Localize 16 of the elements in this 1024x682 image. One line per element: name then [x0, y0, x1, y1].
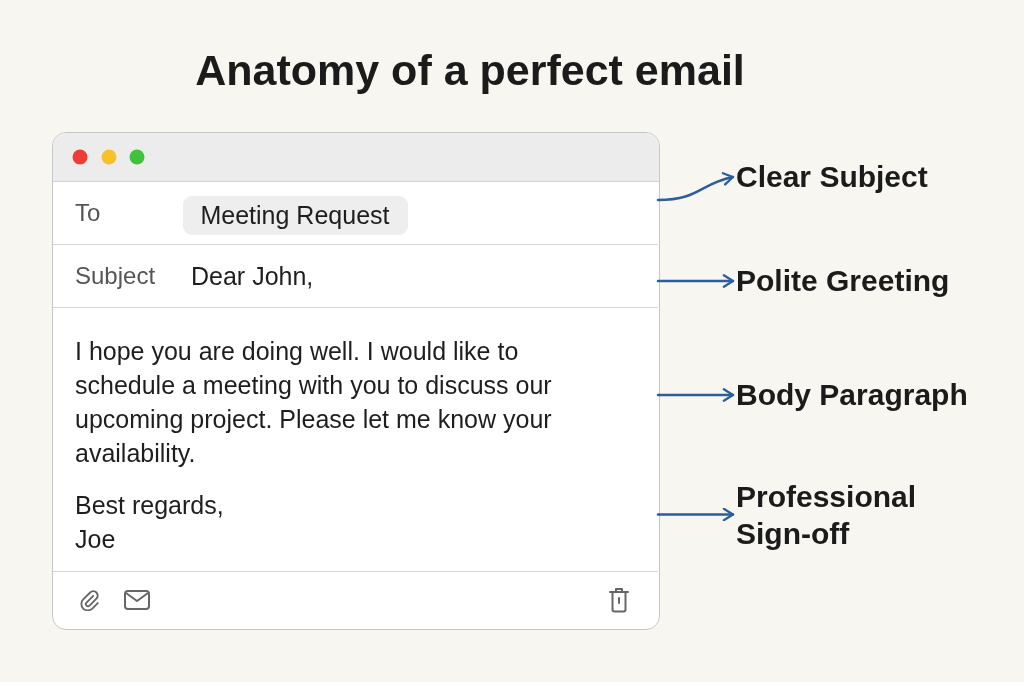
field-value: Dear John,: [191, 261, 314, 291]
callout-label: Polite Greeting: [736, 263, 950, 299]
body-paragraph: I hope you are doing well. I would like to schedule a meeting with you to discuss our upcoming project. Please let me know your availability.: [75, 335, 553, 469]
callout-label: Body Paragraph: [736, 377, 968, 413]
tag-chip: Meeting Request: [182, 196, 408, 235]
leader-arrow: [656, 507, 735, 522]
callout-label: Professional Sign-off: [736, 477, 926, 552]
leader-arrow: [656, 274, 735, 288]
leader-arrow: [656, 172, 735, 202]
field-label: To: [75, 198, 101, 228]
email-window: [52, 132, 660, 630]
title: Anatomy of a perfect email: [195, 45, 745, 95]
sign-off-text: Best regards, Joe: [75, 489, 225, 555]
callout-label: Clear Subject: [736, 159, 928, 195]
field-label: Subject: [75, 261, 156, 291]
leader-arrow: [656, 388, 735, 402]
